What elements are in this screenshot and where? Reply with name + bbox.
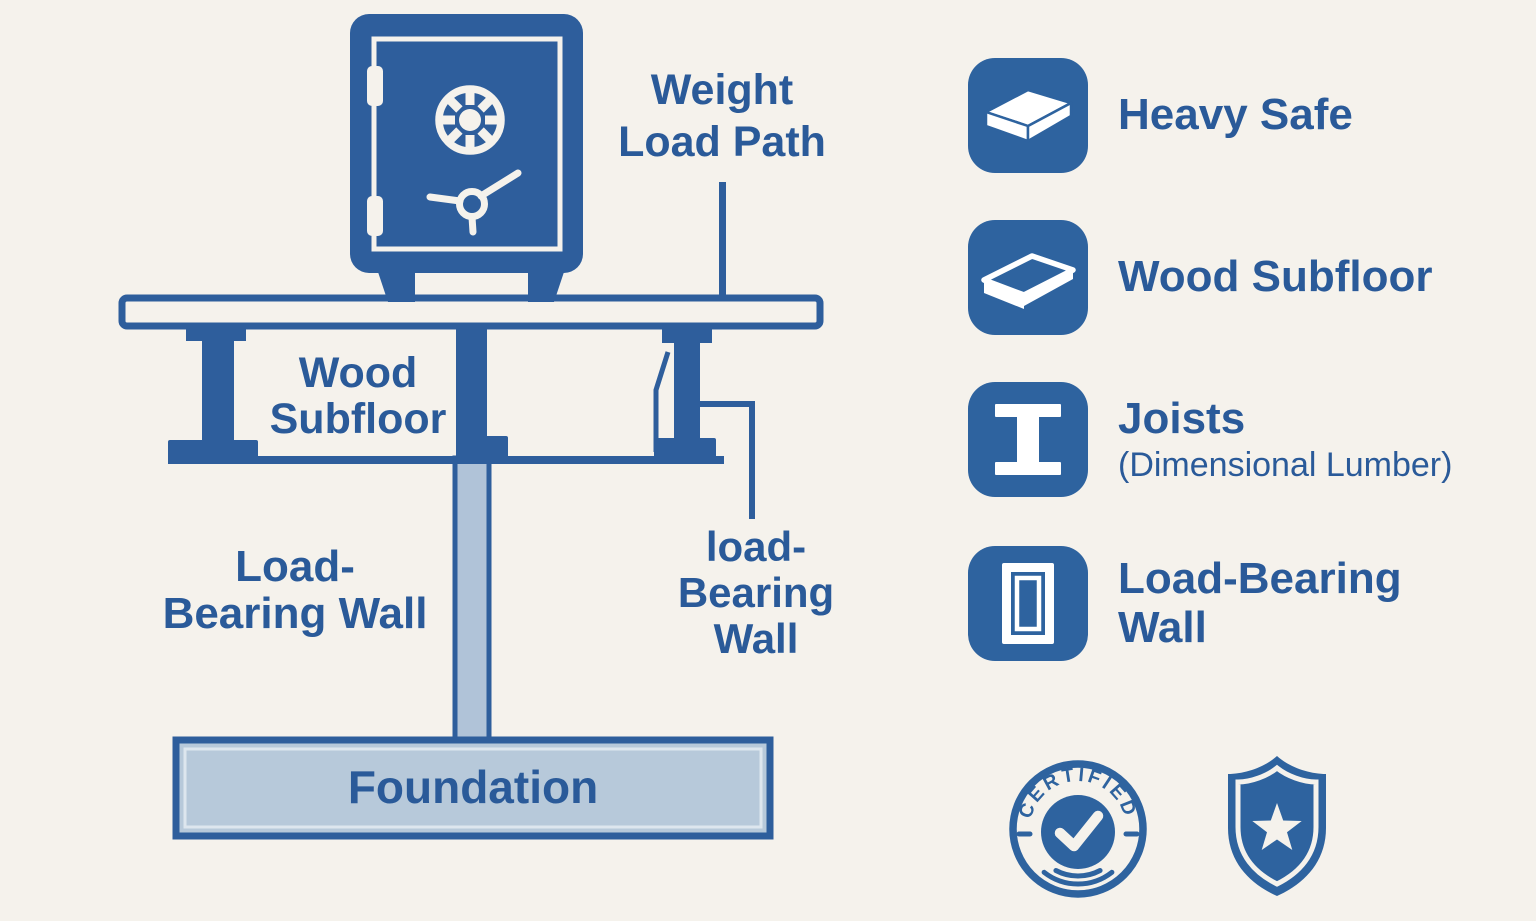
lbw-left-line-2: Bearing Wall	[162, 588, 428, 638]
star-shield-badge-icon	[1228, 756, 1326, 896]
safe-hinge-top	[367, 66, 383, 106]
wood-subfloor-line-1: Wood	[298, 349, 418, 397]
legend-sublabel-joists: (Dimensional Lumber)	[1118, 446, 1453, 485]
safe-handle-icon	[426, 169, 522, 236]
legend-label-wood-subfloor: Wood Subfloor	[1118, 252, 1433, 302]
weight-load-path-callout-line	[719, 182, 726, 302]
safe-dial-icon	[435, 85, 505, 155]
load-bearing-wall-shape	[452, 455, 492, 745]
legend-item-heavy-safe: Heavy Safe	[968, 58, 1353, 173]
lbw-left-line-1: Load-	[235, 542, 355, 591]
wall-callout-line	[697, 401, 755, 519]
legend-label-joists: Joists	[1118, 393, 1246, 443]
lbw-right-line-1: load-	[705, 523, 807, 570]
wood-subfloor-icon	[968, 220, 1088, 335]
star-icon	[1252, 803, 1302, 850]
bottom-chord-line	[168, 456, 724, 464]
legend-item-wood-subfloor: Wood Subfloor	[968, 220, 1432, 335]
safe-door-frame	[371, 36, 563, 252]
foundation-label: Foundation	[347, 761, 599, 813]
floor-plank-shape	[118, 294, 824, 330]
heavy-safe-icon	[968, 58, 1088, 173]
legend-item-load-bearing-wall: Load-Bearing Wall	[968, 546, 1402, 661]
lbw-right-line-2: Bearing	[677, 569, 835, 617]
weight-load-path-line-2: Load Path	[618, 118, 826, 167]
safe-foot-right	[528, 272, 564, 302]
legend-item-joists: Joists (Dimensional Lumber)	[968, 382, 1452, 497]
certified-check-badge-icon: CERTIFIED	[1009, 760, 1147, 898]
safe-foot-left	[378, 272, 415, 302]
legend-label-load-bearing-wall: Load-Bearing Wall	[1118, 554, 1402, 652]
center-post-shape	[456, 327, 508, 460]
wood-subfloor-line-2: Subfloor	[269, 395, 447, 444]
joist-icon	[968, 382, 1088, 497]
wood-subfloor-label: Wood Subfloor	[238, 350, 478, 443]
foundation-shape	[172, 736, 774, 840]
weight-load-path-line-1: Weight	[650, 66, 794, 114]
weight-load-path-label: Weight Load Path	[592, 64, 852, 169]
load-bearing-wall-icon	[968, 546, 1088, 661]
lbw-right-line-3: Wall	[713, 615, 799, 663]
joist-shape-left	[168, 327, 258, 462]
lbw-legend-line-1: Load-Bearing	[1118, 554, 1402, 604]
safe-hinge-bottom	[367, 196, 383, 236]
lbw-legend-line-2: Wall	[1118, 602, 1207, 652]
safe-icon	[350, 14, 583, 302]
checkmark-icon	[1054, 810, 1104, 852]
load-bearing-wall-left-label: Load- Bearing Wall	[140, 542, 450, 638]
joist-shape-right	[653, 327, 716, 460]
legend-label-heavy-safe: Heavy Safe	[1118, 90, 1353, 140]
load-bearing-wall-right-label: load- Bearing Wall	[656, 523, 856, 663]
